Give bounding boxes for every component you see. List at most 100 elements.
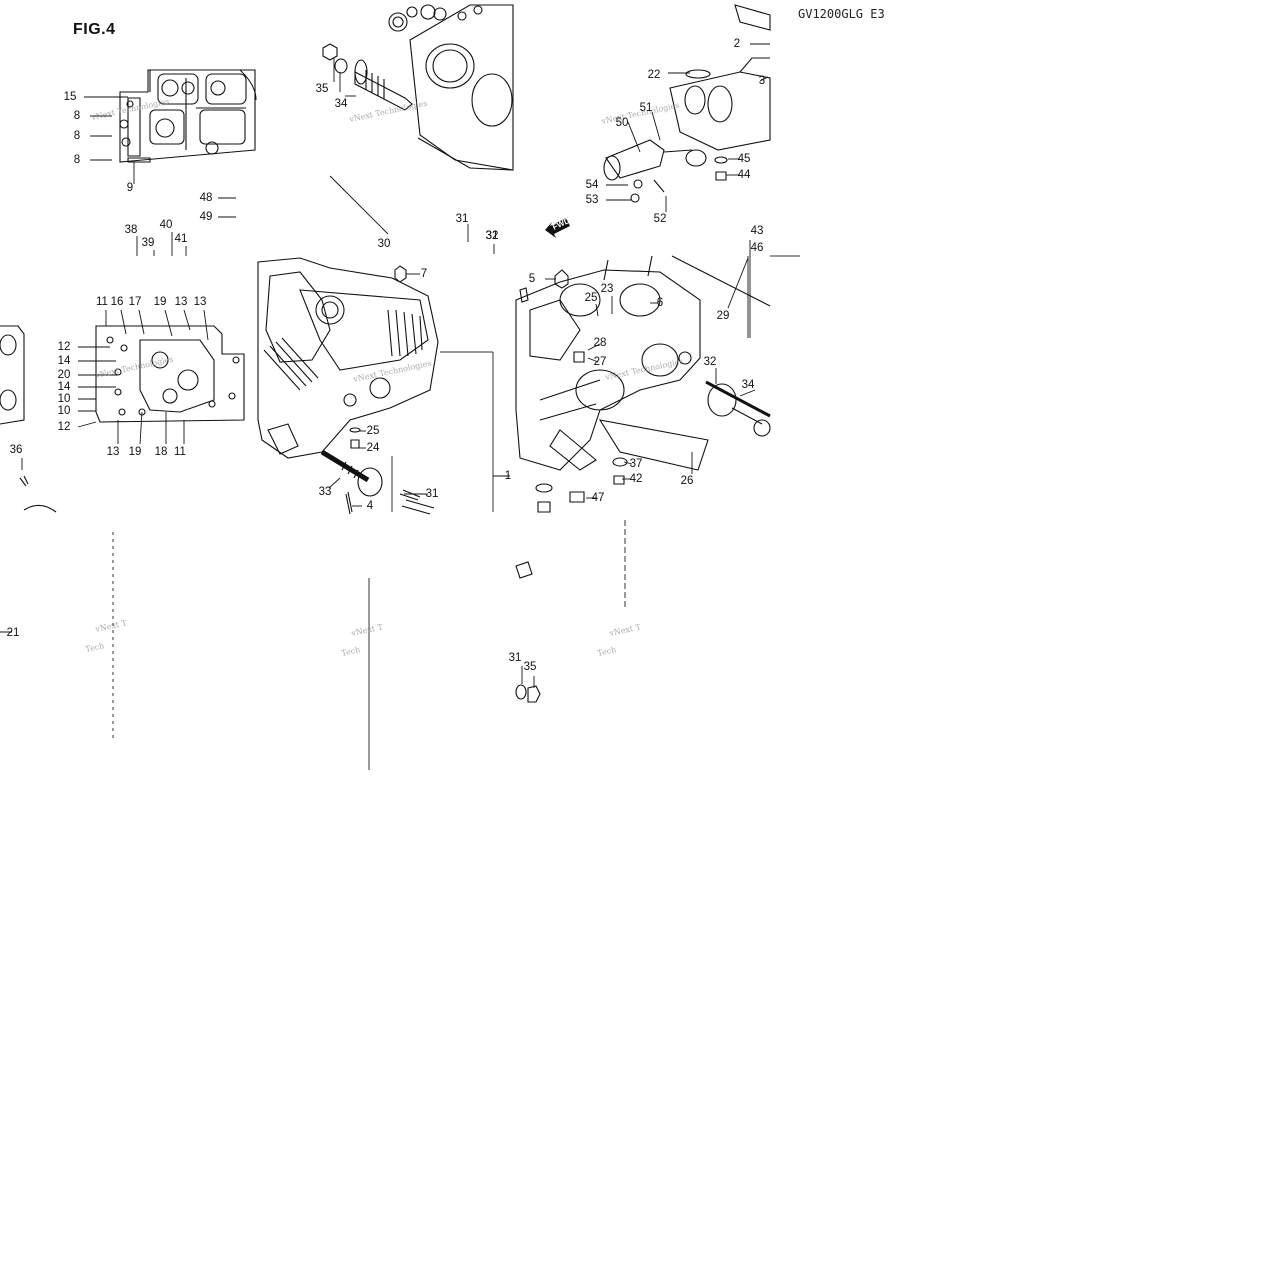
- callout-number: 34: [742, 379, 755, 391]
- callout-number: 53: [586, 194, 599, 206]
- callout-number: 27: [594, 356, 607, 368]
- callout-number: 15: [64, 91, 77, 103]
- callout-number: 44: [738, 169, 751, 181]
- callout-number: 51: [640, 102, 653, 114]
- callout-number: 14: [58, 381, 71, 393]
- callout-number: 31: [486, 230, 499, 242]
- callout-number: 40: [160, 219, 173, 231]
- callout-number: 11: [174, 446, 186, 458]
- leader-line: [587, 343, 601, 351]
- leader-line: [595, 303, 599, 317]
- watermark-text: vNext T: [350, 622, 385, 638]
- callout-number: 25: [367, 425, 380, 437]
- leader-line: [739, 389, 756, 397]
- callout-number: 17: [129, 296, 142, 308]
- callout-number: 4: [367, 500, 374, 512]
- callout-number: 26: [681, 475, 694, 487]
- callout-number: 5: [529, 273, 535, 285]
- callout-number: 46: [751, 242, 764, 254]
- callout-number: 48: [200, 192, 213, 204]
- callout-number: 2: [734, 38, 740, 50]
- callout-number: 45: [738, 153, 751, 165]
- watermark-text: Tech: [85, 641, 106, 654]
- callout-number: 21: [7, 627, 20, 639]
- callout-number: 29: [717, 310, 730, 322]
- callout-number: 41: [175, 233, 188, 245]
- leader-lines: [0, 43, 770, 688]
- crankcase-left-drawing: [257, 257, 439, 515]
- callout-number: 31: [509, 652, 522, 664]
- callout-number: 7: [421, 268, 427, 280]
- callout-number: 20: [58, 369, 71, 381]
- watermark-text: Tech: [341, 645, 362, 658]
- callout-number: 38: [125, 224, 138, 236]
- callout-number: 52: [654, 213, 667, 225]
- callout-number: 8: [74, 130, 80, 142]
- callout-number: 14: [58, 355, 71, 367]
- callout-number: 47: [592, 492, 605, 504]
- callout-number: 23: [601, 283, 614, 295]
- callout-number: 13: [194, 296, 207, 308]
- callout-number: 36: [10, 444, 23, 456]
- leader-line: [77, 421, 97, 428]
- leader-line: [203, 309, 209, 341]
- lower-plate-drawing: [0, 325, 245, 513]
- callout-number: 42: [630, 473, 643, 485]
- leader-line: [120, 309, 127, 335]
- cylinder-head-drawing: [119, 69, 257, 163]
- callout-number: 12: [58, 421, 71, 433]
- callout-number: 54: [586, 179, 599, 191]
- callout-number: 34: [335, 98, 348, 110]
- watermark-text: vNext Technologies: [352, 359, 433, 385]
- callout-number: 24: [367, 442, 380, 454]
- leader-line: [329, 175, 389, 235]
- watermark-text: Tech: [597, 645, 618, 658]
- watermark-text: vNext T: [608, 622, 643, 638]
- callout-number: 25: [585, 292, 598, 304]
- leader-line: [138, 309, 145, 335]
- leader-line: [623, 461, 633, 465]
- callout-number: 32: [704, 356, 717, 368]
- callout-number: 18: [155, 446, 168, 458]
- callout-number: 19: [129, 446, 142, 458]
- callout-number: 35: [316, 83, 329, 95]
- leader-line: [164, 309, 173, 337]
- fwd-arrow: FWD: [545, 216, 572, 238]
- callout-number: 33: [319, 486, 332, 498]
- callout-number: 22: [648, 69, 661, 81]
- callout-number: 28: [594, 337, 607, 349]
- watermark-text: vNext Technologies: [604, 357, 685, 383]
- callout-number: 13: [175, 296, 188, 308]
- callout-number: 37: [630, 458, 643, 470]
- callout-number: 35: [524, 661, 537, 673]
- callout-number: 16: [111, 296, 124, 308]
- callout-number: 31: [426, 488, 439, 500]
- callout-number: 12: [58, 341, 71, 353]
- watermark-text: vNext T: [94, 618, 129, 634]
- callout-number: 9: [127, 182, 133, 194]
- leader-line: [139, 411, 143, 445]
- callout-number: 32: [486, 230, 499, 242]
- callout-number: 10: [58, 405, 71, 417]
- callout-number: 10: [58, 393, 71, 405]
- figure-title: FIG.4: [73, 21, 116, 38]
- leader-line: [727, 257, 749, 309]
- leader-line: [183, 309, 191, 331]
- callout-number: 3: [759, 75, 765, 87]
- model-code: GV1200GLG E3: [798, 7, 885, 21]
- upper-cylinder-drawing: [322, 4, 514, 171]
- leader-line: [328, 477, 341, 489]
- callout-number: 30: [378, 238, 391, 250]
- watermark-text: vNext Technologies: [348, 99, 429, 125]
- leader-line: [651, 111, 661, 141]
- callout-number: 50: [616, 117, 629, 129]
- leader-line: [587, 357, 599, 363]
- oil-housing-drawing: [603, 4, 771, 203]
- crankcase-right-drawing: [515, 255, 771, 703]
- callout-number: 13: [107, 446, 120, 458]
- leader-line: [759, 76, 769, 82]
- callout-number: 11: [96, 296, 108, 308]
- callout-number: 8: [74, 154, 80, 166]
